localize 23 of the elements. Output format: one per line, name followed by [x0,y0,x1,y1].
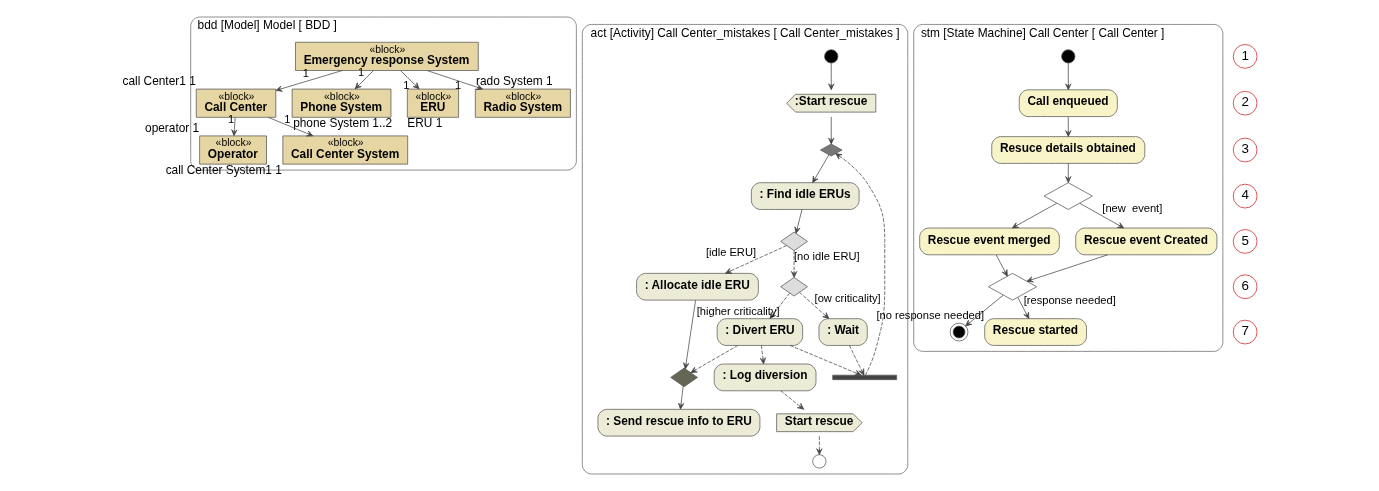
edge-label: [no idle ERU] [794,250,860,263]
edge-label: [no response needed] [876,309,985,322]
edge-label: [response needed] [1023,294,1116,307]
label: 6 [1241,278,1249,294]
label: 3 [1241,141,1249,157]
node-label: ERU 1 [407,115,443,130]
node-label: operator 1 [145,121,200,136]
label: 2 [1241,94,1249,110]
label: 5 [1241,232,1249,248]
edge-label: [new event] [1102,201,1163,214]
node-label: call Center System1 1 [165,162,282,177]
edge-label: [higher criticality] [696,304,780,317]
edge-label: 1 [455,78,462,91]
label: 1 [1241,47,1249,63]
edge-label: [idle ERU] [705,245,757,258]
node-label: rado System 1 [476,74,553,89]
node-label: call Center1 1 [122,74,196,89]
label: 4 [1241,187,1249,203]
edge-label: [ow criticality] [814,291,881,304]
edge-label: 1 [284,112,291,125]
edge-label: 1 [403,78,410,91]
node-label: phone System 1..2 [293,115,393,130]
label: 7 [1241,323,1249,339]
